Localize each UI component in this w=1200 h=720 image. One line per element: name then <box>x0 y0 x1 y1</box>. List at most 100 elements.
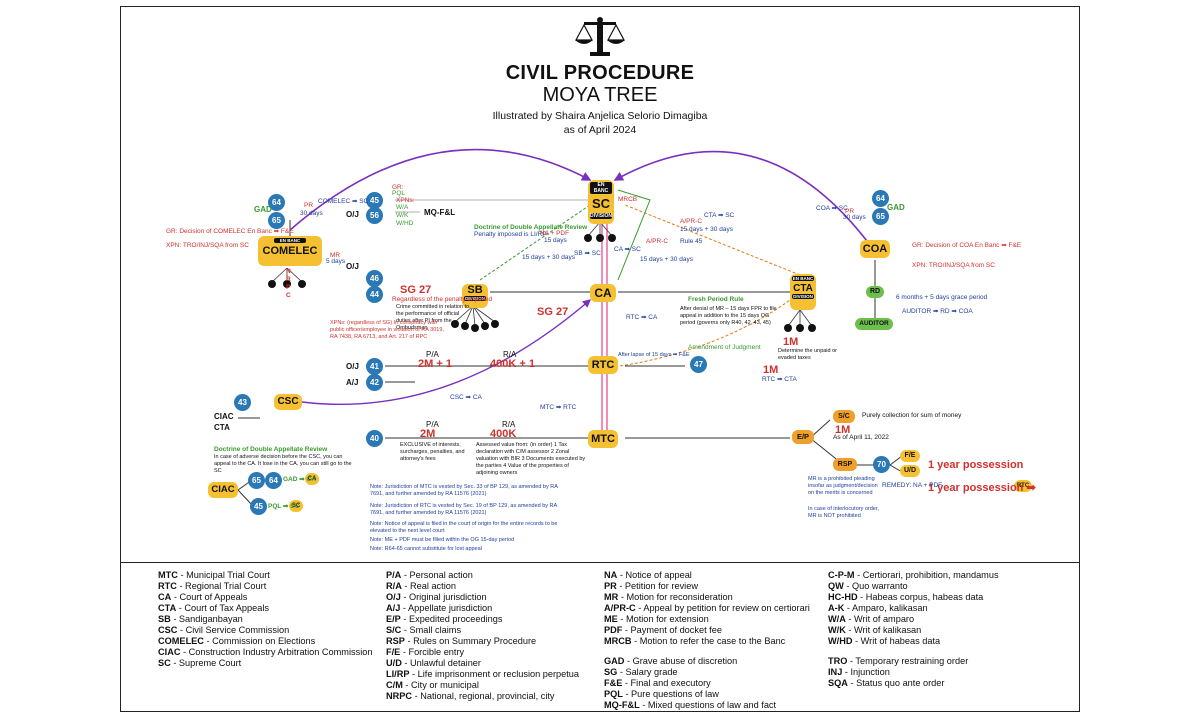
legend-desc: - Sandiganbayan <box>170 614 243 624</box>
legend-desc: - Status quo ante order <box>847 678 945 688</box>
na-pdf-sb: NA + PDF <box>540 230 570 237</box>
legend-item: PQL - Pure questions of law <box>604 689 776 700</box>
one-year-2: 1 year possession ➡ <box>928 482 1036 494</box>
legend-desc: - Petition for review <box>616 581 698 591</box>
legend-item: PR - Petition for review <box>604 581 810 592</box>
circle-65-coa: 65 <box>872 208 889 225</box>
days-15-30-sb: 15 days + 30 days <box>522 254 575 261</box>
mtc-rtc-label: MTC ➡ RTC <box>540 404 577 411</box>
legend-desc: - Mixed questions of law and fact <box>639 700 777 710</box>
legend-item: MRCB - Motion to refer the case to the B… <box>604 636 810 647</box>
legend-abbr: NA <box>604 570 618 580</box>
gad-left: GAD <box>254 205 272 214</box>
legend-item: E/P - Expedited proceedings <box>386 614 579 625</box>
mr-prohibited: MR is a prohibited pleading insofar as j… <box>808 476 878 496</box>
legend-abbr: GAD <box>604 656 625 666</box>
legend-abbr: F/E <box>386 647 401 657</box>
rtc-cta-label: RTC ➡ CTA <box>762 376 797 383</box>
circle-42: 42 <box>366 374 383 391</box>
legend-desc: - Injunction <box>842 667 890 677</box>
cta-node: EN BANC CTA DIVISION <box>790 274 816 310</box>
rtc-target-ep: RTC <box>1014 480 1032 492</box>
amendment-judgment: Amendment of Judgment <box>688 344 761 351</box>
wk: W/K <box>396 212 409 219</box>
legend-item: NRPC - National, regional, provincial, c… <box>386 691 579 702</box>
oj-rtc: O/J <box>346 362 359 371</box>
note-rtc: Note: Jurisdiction of RTC is vested by S… <box>370 503 557 516</box>
note-appeal: Note: Notice of appeal is filed in the c… <box>370 521 558 534</box>
legend-item: SC - Supreme Court <box>158 658 372 669</box>
sg27-right: SG 27 <box>537 306 569 318</box>
rd-node: RD <box>866 286 884 298</box>
ra-rtc: R/A <box>503 350 517 359</box>
auditor-node: AUDITOR <box>855 318 893 330</box>
circle-41: 41 <box>366 358 383 375</box>
circle-64-coa: 64 <box>872 190 889 207</box>
legend-item: C/M - City or municipal <box>386 680 579 691</box>
legend-desc: - Payment of docket fee <box>622 625 722 635</box>
ca-node: CA <box>590 284 616 302</box>
legend-desc: - National, regional, provincial, city <box>412 691 555 701</box>
legend-item: ME - Motion for extension <box>604 614 810 625</box>
legend-divider <box>120 562 1080 563</box>
legend-desc: - Municipal Trial Court <box>177 570 270 580</box>
aj-rtc: A/J <box>346 378 359 387</box>
legend-abbr: P/A <box>386 570 402 580</box>
purely-money: Purely collection for sum of money <box>862 412 962 419</box>
mrcb-label: MRCB <box>618 196 638 203</box>
legend-abbr: QW <box>828 581 844 591</box>
sc-en-banc: EN BANC <box>590 182 612 194</box>
sb-node: SB DIVISION <box>462 284 488 308</box>
exclusive-interest: EXCLUSIVE of interests, surcharges, pena… <box>400 442 465 462</box>
legend-abbr: W/A <box>828 614 846 624</box>
legend-abbr: PQL <box>604 689 623 699</box>
rsp-node: RSP <box>833 458 857 471</box>
legend-abbr: CTA <box>158 603 177 613</box>
circle-44: 44 <box>366 286 383 303</box>
fe-node: F/E <box>900 450 920 462</box>
legend-item: SB - Sandiganbayan <box>158 614 372 625</box>
note-me-pdf: Note: ME + PDF must be filled within the… <box>370 537 515 543</box>
legend-item: R/A - Real action <box>386 581 579 592</box>
legend-item: MQ-F&L - Mixed questions of law and fact <box>604 700 776 711</box>
days-15-30-ca: 15 days + 30 days <box>640 256 693 263</box>
auditor-flow: AUDITOR ➡ RD ➡ COA <box>902 308 973 315</box>
legend-item: PDF - Payment of docket fee <box>604 625 810 636</box>
sc-1m: 1M <box>835 424 851 436</box>
legend-abbr: A-K <box>828 603 845 613</box>
ra-mtc: R/A <box>502 420 516 429</box>
legend-desc: - Construction Industry Arbitration Comm… <box>180 647 373 657</box>
legend-desc: - Amparo, kalikasan <box>844 603 928 613</box>
legend-abbr: RSP <box>386 636 405 646</box>
legend-item: S/C - Small claims <box>386 625 579 636</box>
legend-desc: - Rules on Summary Procedure <box>404 636 537 646</box>
coa-node: COA <box>860 240 890 258</box>
cta-en-banc: EN BANC <box>792 276 814 281</box>
legend-abbr: MQ-F&L <box>604 700 640 710</box>
comelec-node: EN BANC COMELEC <box>258 236 322 266</box>
legend-abbr: PR <box>604 581 617 591</box>
author-line: Illustrated by Shaira Anjelica Selorio D… <box>492 110 708 122</box>
legend-desc: - Court of Appeals <box>171 592 248 602</box>
legend-abbr: SB <box>158 614 171 624</box>
legend-abbr: CSC <box>158 625 178 635</box>
legend-item: QW - Quo warranto <box>828 581 999 592</box>
page-title: CIVIL PROCEDURE <box>505 62 695 84</box>
remedy: REMEDY: NA + PDF <box>882 482 943 489</box>
ciac-label: CIAC <box>214 412 234 421</box>
apr-c-ca: A/PR-C <box>646 238 669 245</box>
legend-desc: - Unlawful detainer <box>401 658 481 668</box>
ciac-node: CIAC <box>208 482 238 498</box>
legend-item: RSP - Rules on Summary Procedure <box>386 636 579 647</box>
gr-coa: GR: Decision of COA En Banc ➡ F&E <box>912 242 1022 249</box>
legend-desc: - Writ of amparo <box>845 614 915 624</box>
legend-abbr: S/C <box>386 625 402 635</box>
gad-right: GAD <box>887 203 905 212</box>
rtc-node: RTC <box>588 356 618 374</box>
doctrine-double: Doctrine of Double Appellate Review <box>474 224 588 231</box>
sb-division: DIVISION <box>464 296 486 301</box>
pr-coa: PR <box>845 208 855 215</box>
legend-item: W/HD - Writ of habeas data <box>828 636 999 647</box>
